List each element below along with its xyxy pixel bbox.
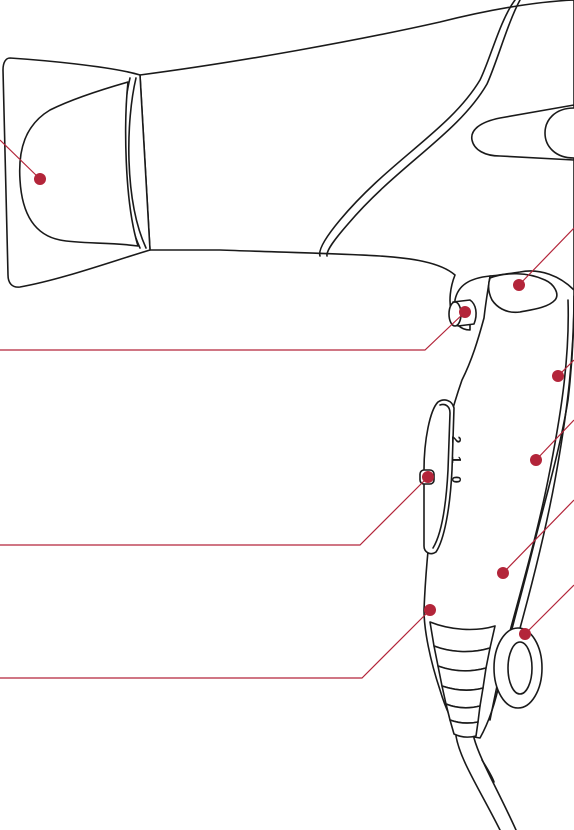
handle-middle-leader-line [535,419,574,461]
handle-middle-callout-dot [530,454,542,466]
callout-layer [0,139,574,679]
cord-protector [429,621,517,830]
cool-shot-button-callout-dot [459,306,471,318]
hanging-loop [493,627,543,709]
hanging-loop-top-leader-line [518,227,574,286]
hanging-loop-callout-dot [519,628,531,640]
handle-upper-callout-dot [552,370,564,382]
concentrator-nozzle-callout-dot [34,173,46,185]
concentrator-nozzle [2,57,151,288]
hanging-loop-leader-line [524,584,574,635]
concentrator-nozzle-leader-line [0,139,41,180]
dryer-handle [419,270,574,739]
speed-switch-labels: 2 1 0 [449,436,464,483]
switch-position-2: 2 [449,436,464,443]
switch-position-0: 0 [449,476,464,483]
switch-position-1: 1 [449,456,464,463]
cool-shot-button-leader-line [0,311,466,351]
handle-lower-leader-line [502,499,574,574]
speed-switch-callout-dot [422,471,434,483]
speed-switch-leader-line [0,476,429,546]
cord-protector-leader-line [0,609,431,679]
handle-lower-callout-dot [497,567,509,579]
hanging-loop-top-callout-dot [513,279,525,291]
dryer-barrel [139,0,574,331]
cord-protector-callout-dot [424,604,436,616]
